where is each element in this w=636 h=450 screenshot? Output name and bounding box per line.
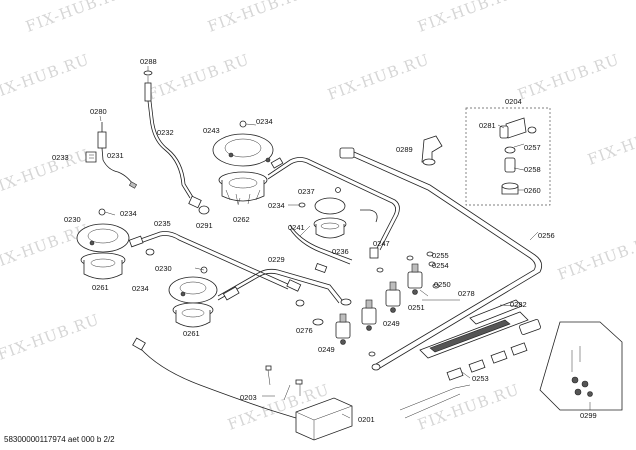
- part-label: 0261: [92, 283, 109, 292]
- watermark-text: FIX-HUB.RU: [515, 50, 622, 104]
- part-label: 0281: [479, 121, 496, 130]
- document-reference: 58300000117974 aet 000 b 2/2: [4, 435, 115, 444]
- part-label: 0280: [90, 107, 107, 116]
- part-label: 0251: [408, 303, 425, 312]
- gas-tap: [407, 263, 423, 295]
- part-label: 0282: [510, 300, 527, 309]
- part-label: 0204: [505, 97, 522, 106]
- part-label: 0276: [296, 326, 313, 335]
- part-label: 0289: [396, 145, 413, 154]
- part-label: 0250: [434, 280, 451, 289]
- watermark-text: FIX-HUB.RU: [415, 0, 522, 36]
- ignition-module-0201: [132, 337, 353, 441]
- part-label: 0261: [183, 329, 200, 338]
- watermark-text: FIX-HUB.RU: [23, 0, 130, 36]
- part-label: 0255: [432, 251, 449, 260]
- part-label: 0233: [52, 153, 69, 162]
- part-label: 0241: [288, 223, 305, 232]
- part-label: 0235: [154, 219, 171, 228]
- part-label: 0257: [524, 143, 541, 152]
- part-label: 0203: [240, 393, 257, 402]
- leader-lines: [99, 66, 591, 419]
- gas-tap: [335, 313, 351, 345]
- gas-tap: [385, 281, 401, 313]
- watermark-text: FIX-HUB.RU: [0, 50, 92, 104]
- watermark-text: FIX-HUB.RU: [415, 380, 522, 434]
- part-label: 0236: [332, 247, 349, 256]
- watermark-text: FIX-HUB.RU: [0, 145, 92, 199]
- burner-0261-center: [168, 266, 218, 328]
- watermark-text: FIX-HUB.RU: [585, 115, 636, 169]
- watermark-layer: FIX-HUB.RU FIX-HUB.RU FIX-HUB.RU FIX-HUB…: [0, 0, 636, 434]
- part-label: 0230: [155, 264, 172, 273]
- ignition-switch: [446, 342, 528, 381]
- part-label: 0249: [318, 345, 335, 354]
- watermark-text: FIX-HUB.RU: [145, 50, 252, 104]
- spark-electrode-0231: [85, 122, 138, 189]
- part-label: 0232: [157, 128, 174, 137]
- part-label: 0234: [120, 209, 137, 218]
- gas-pipes: [128, 157, 400, 304]
- part-label: 0237: [298, 187, 315, 196]
- part-label: 0201: [358, 415, 375, 424]
- part-label: 0256: [538, 231, 555, 240]
- nozzle-set-0204: [465, 107, 551, 206]
- instruction-card-0299: [539, 321, 623, 411]
- burner-0262: [212, 120, 274, 205]
- part-label: 0258: [524, 165, 541, 174]
- burner-0261-left: [76, 208, 130, 280]
- part-label: 0247: [373, 239, 390, 248]
- part-label: 0234: [268, 201, 285, 210]
- part-label: 0299: [580, 411, 597, 420]
- part-label: 0243: [203, 126, 220, 135]
- gas-manifold-0256: [339, 147, 543, 371]
- part-labels: 0288 0280 0231 0233 0232 0243 0234 0262 …: [52, 57, 597, 424]
- gas-tap: [361, 299, 377, 331]
- gas-taps: [312, 251, 460, 345]
- ignition-switch-bar-0282: [399, 299, 541, 419]
- watermark-text: FIX-HUB.RU: [555, 230, 636, 284]
- part-label: 0254: [432, 261, 449, 270]
- watermark-text: FIX-HUB.RU: [325, 50, 432, 104]
- part-label: 0249: [383, 319, 400, 328]
- part-label: 0260: [524, 186, 541, 195]
- watermark-text: FIX-HUB.RU: [205, 0, 312, 36]
- part-label: 0229: [268, 255, 285, 264]
- fasteners: [145, 202, 414, 357]
- part-label: 0288: [140, 57, 157, 66]
- part-label: 0253: [472, 374, 489, 383]
- part-label: 0231: [107, 151, 124, 160]
- burner-0236: [313, 187, 347, 239]
- part-label: 0234: [132, 284, 149, 293]
- watermark-text: FIX-HUB.RU: [0, 220, 92, 274]
- thermocouple-0232: [143, 70, 210, 215]
- part-label: 0262: [233, 215, 250, 224]
- part-label: 0278: [458, 289, 475, 298]
- part-label: 0234: [256, 117, 273, 126]
- elbow-fitting-0289: [421, 135, 443, 166]
- part-label: 0230: [64, 215, 81, 224]
- watermark-text: FIX-HUB.RU: [0, 310, 102, 364]
- part-label: 0291: [196, 221, 213, 230]
